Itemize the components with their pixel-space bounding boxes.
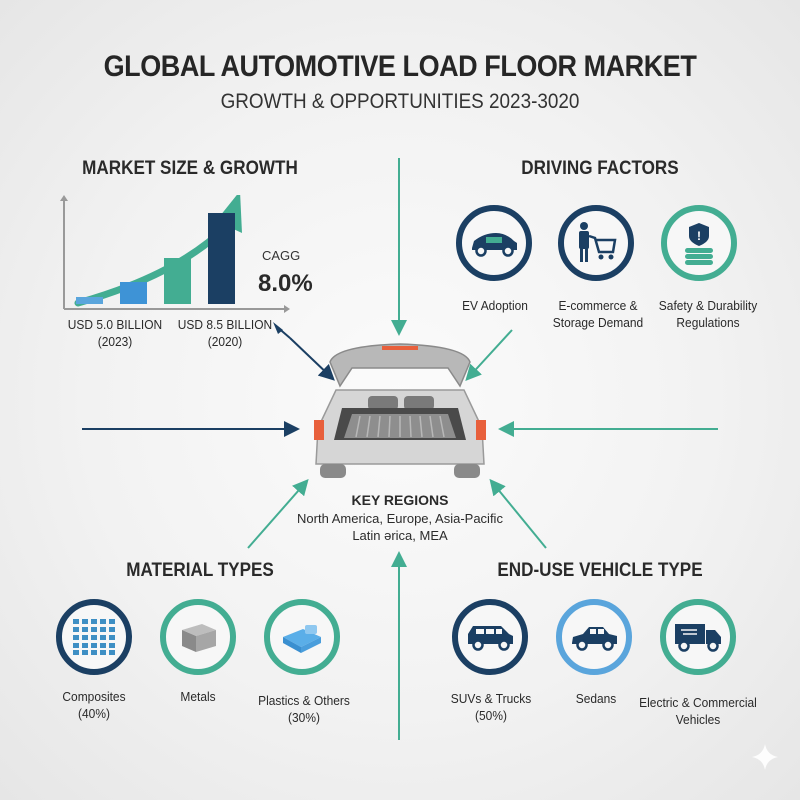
composites-label: Composites (40%) <box>62 689 126 721</box>
page-subtitle: GROWTH & OPPORTUNITIES 2023-3020 <box>220 90 580 113</box>
suv-icon <box>468 626 513 651</box>
market-size-heading: MARKET SIZE & GROWTH <box>82 158 298 179</box>
bar-2023 <box>76 297 103 304</box>
growth-arrow-icon <box>74 221 232 307</box>
metals-label: Metals <box>180 689 216 704</box>
suv-label: SUVs & Trucks (50%) <box>450 691 532 723</box>
end-size-label: USD 8.5 BILLION (2020) <box>177 317 273 349</box>
sedan-circle <box>556 599 632 675</box>
svg-text:!: ! <box>697 229 701 243</box>
end-use-heading: END-USE VEHICLE TYPE <box>497 560 703 581</box>
bar-2 <box>120 282 147 304</box>
plastics-circle <box>264 599 340 675</box>
shopping-cart-person-icon <box>579 222 617 262</box>
suv-circle <box>452 599 528 675</box>
material-types-heading: MATERIAL TYPES <box>126 560 274 581</box>
plastic-part-icon <box>283 625 321 653</box>
metal-block-icon <box>182 624 216 652</box>
commercial-circle <box>660 599 736 675</box>
driving-factors-heading: DRIVING FACTORS <box>521 158 679 179</box>
shield-layers-icon: ! <box>685 223 713 265</box>
safety-circle: ! <box>661 205 737 281</box>
commercial-label: Electric & Commercial Vehicles <box>639 695 757 727</box>
composites-circle <box>56 599 132 675</box>
key-regions-heading: KEY REGIONS <box>351 492 449 508</box>
key-regions-list: North America, Europe, Asia-Pacific Lati… <box>297 511 503 543</box>
composite-grid-icon <box>73 619 115 655</box>
cagg-label: CAGG <box>262 248 301 263</box>
sedan-icon <box>572 627 617 651</box>
cagg-value: 8.0% <box>258 270 313 297</box>
safety-label: Safety & Durability Regulations <box>658 298 758 330</box>
bar-3 <box>164 258 191 304</box>
start-size-label: USD 5.0 BILLION (2023) <box>67 317 163 349</box>
ecommerce-label: E-commerce & Storage Demand <box>552 298 644 330</box>
plastics-label: Plastics & Others (30%) <box>258 693 350 725</box>
ev-adoption-label: EV Adoption <box>462 298 528 313</box>
car-open-trunk-icon <box>314 343 486 478</box>
ev-car-icon <box>472 233 517 257</box>
metals-circle <box>160 599 236 675</box>
sparkle-icon <box>752 744 778 770</box>
page-title: GLOBAL AUTOMOTIVE LOAD FLOOR MARKET <box>103 50 697 83</box>
ecommerce-circle <box>558 205 634 281</box>
sedan-label: Sedans <box>575 691 617 706</box>
truck-icon <box>675 624 721 652</box>
ev-adoption-circle <box>456 205 532 281</box>
bar-2020 <box>208 213 235 304</box>
market-bar-chart <box>58 195 298 313</box>
